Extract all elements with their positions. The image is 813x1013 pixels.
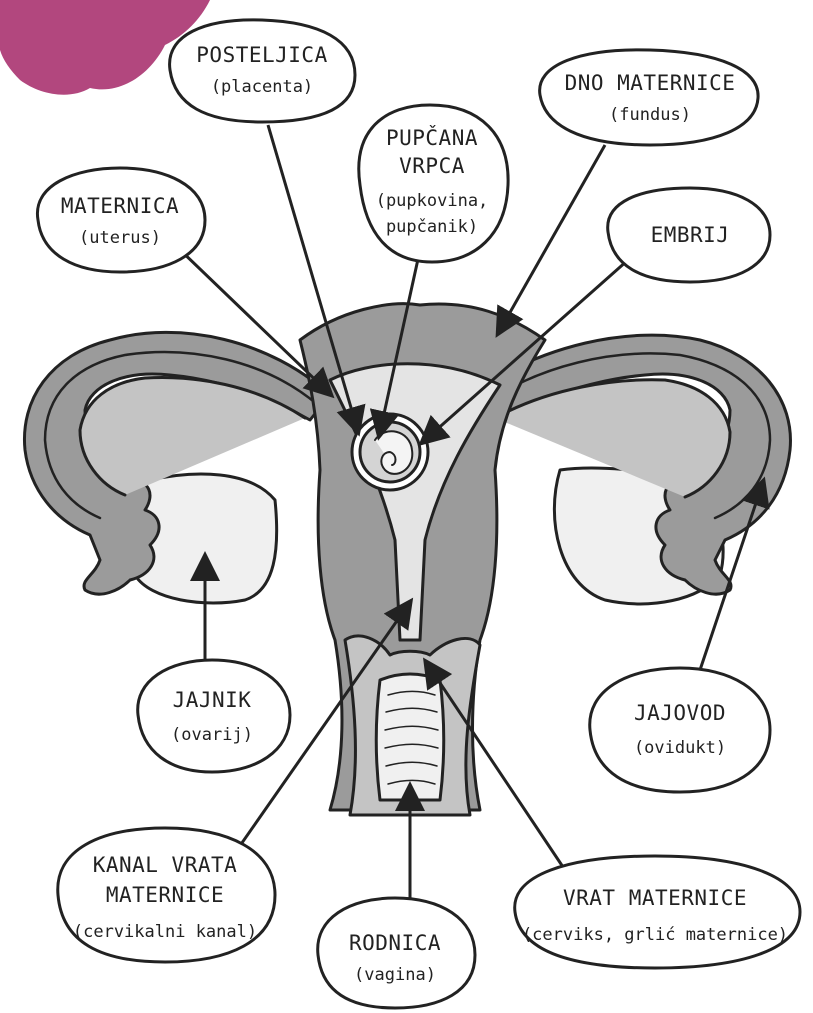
label-kanal-vrata-sub: (cervikalni kanal) [73,922,257,942]
bubble-jajovod [590,668,770,792]
label-dno-maternice-sub: (fundus) [609,105,691,125]
bubble-jajnik [138,660,290,772]
label-jajovod-main: JAJOVOD [634,701,726,725]
label-pupcana-vrpca-main-1: PUPČANA [386,125,478,150]
bubble-maternica [37,168,205,272]
label-vrat-maternice-sub: (cerviks, grlić maternice) [522,925,788,945]
label-pupcana-vrpca-sub-2: pupčanik) [386,217,478,237]
label-vrat-maternice-main: VRAT MATERNICE [563,886,747,910]
label-kanal-vrata-main-2: MATERNICE [106,883,224,907]
label-posteljica-main: POSTELJICA [196,43,327,67]
label-kanal-vrata-main-1: KANAL VRATA [93,853,238,877]
label-jajnik-sub: (ovarij) [171,725,253,745]
label-dno-maternice-main: DNO MATERNICE [565,71,736,95]
label-rodnica-main: RODNICA [349,931,441,955]
bubble-posteljica [170,20,355,122]
bubble-dno-maternice [540,50,758,145]
label-jajovod-sub: (ovidukt) [634,738,726,758]
label-embrij-main: EMBRIJ [651,223,730,247]
label-maternica-main: MATERNICA [61,194,179,218]
label-pupcana-vrpca-main-2: VRPCA [399,154,465,178]
label-pupcana-vrpca-sub-1: (pupkovina, [376,191,489,211]
label-rodnica-sub: (vagina) [354,965,436,985]
arrow-dno-maternice [500,145,605,330]
label-jajnik-main: JAJNIK [173,688,252,712]
label-posteljica-sub: (placenta) [211,77,313,97]
bubble-vrat-maternice [515,856,800,968]
label-maternica-sub: (uterus) [79,228,161,248]
